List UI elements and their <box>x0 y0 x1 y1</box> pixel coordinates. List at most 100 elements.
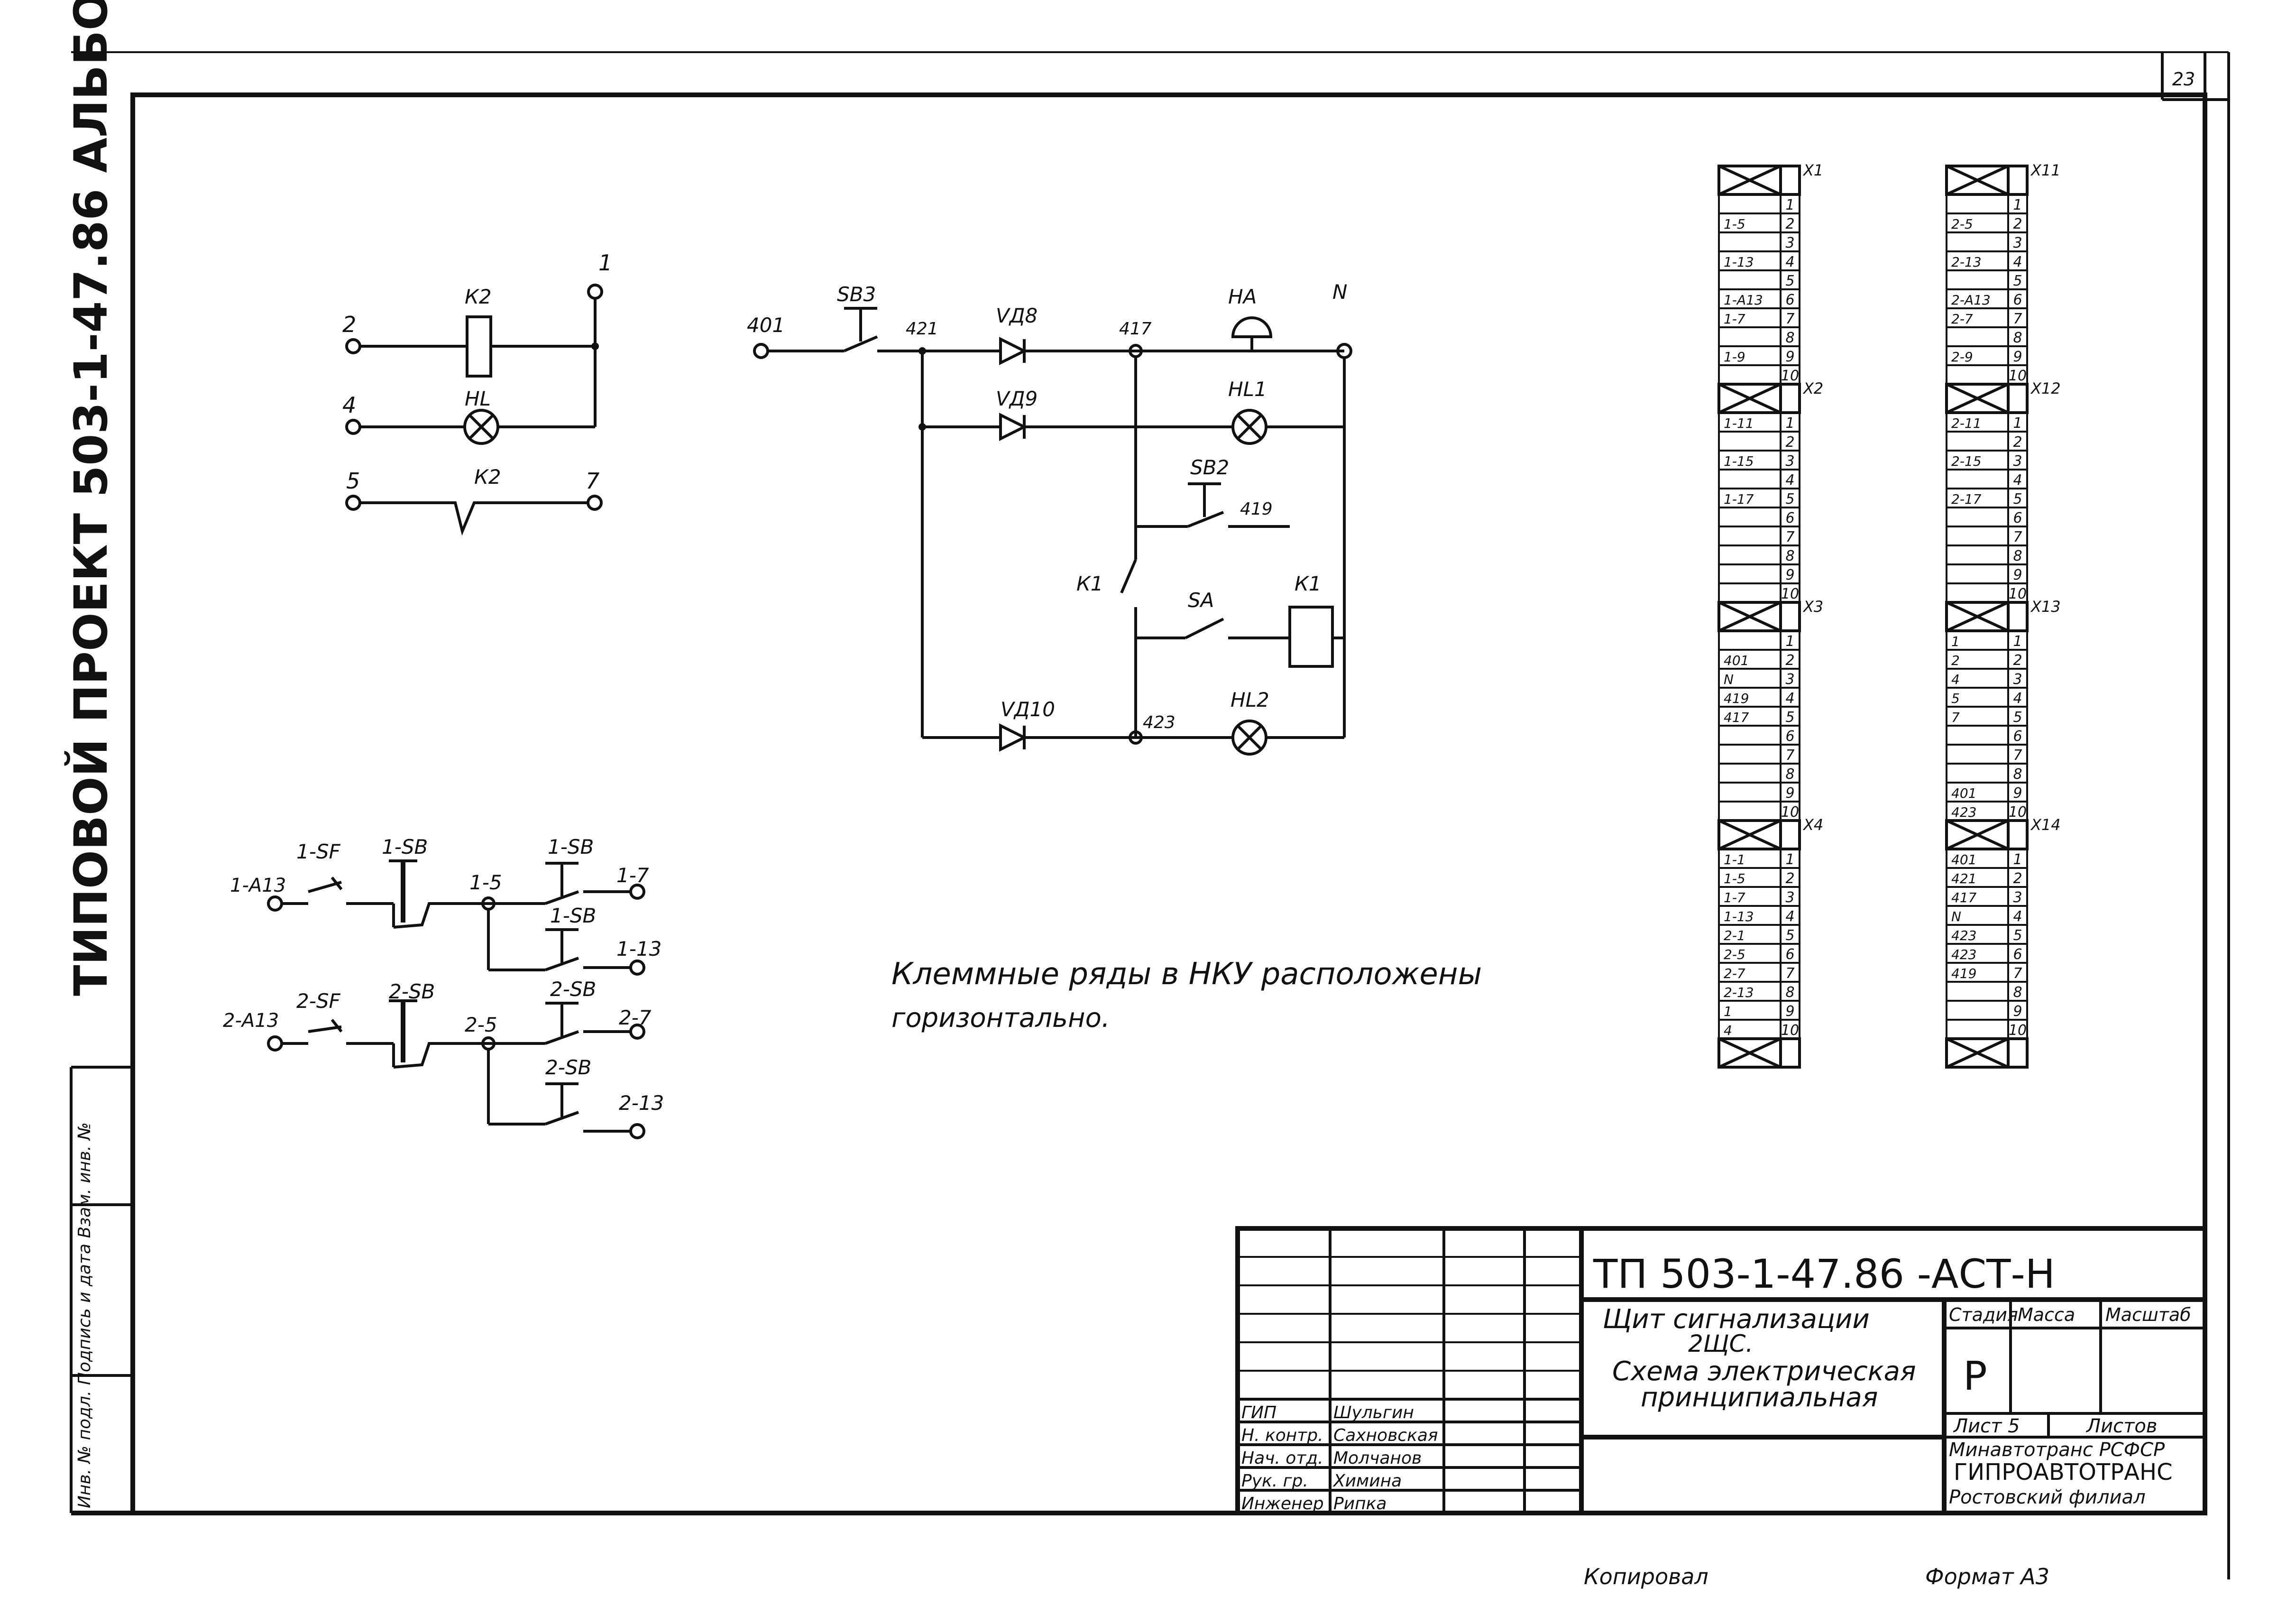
terminal-number: 8 <box>2013 766 2022 783</box>
terminal-wire-label: 4 <box>1951 672 1960 687</box>
signature-role: Нач. отд. <box>1241 1449 1323 1468</box>
terminal-number: 8 <box>1785 330 1794 346</box>
terminal-number: 8 <box>1785 984 1794 1001</box>
terminal-row: 52-1 <box>1718 924 1800 945</box>
terminal-number: 7 <box>2013 311 2022 327</box>
label-1-7: 1-7 <box>616 864 649 887</box>
terminal-wire-label: 423 <box>1951 947 1976 962</box>
terminal-number: 5 <box>2013 927 2022 944</box>
terminal-number: 4 <box>1785 690 1794 707</box>
terminal-row: 8 <box>1718 544 1800 565</box>
terminal-row: 91-9 <box>1718 345 1800 366</box>
org-line-3: Ростовский филиал <box>1949 1486 2146 1508</box>
terminal-number: 9 <box>2013 1003 2022 1020</box>
terminal-number: 1 <box>1785 633 1794 650</box>
terminal-block-header <box>1945 165 2029 196</box>
terminal-wire-label: 7 <box>1951 710 1960 725</box>
terminal-row: 82-13 <box>1718 981 1800 1002</box>
terminal-number: 4 <box>2013 908 2022 925</box>
circuit-main <box>753 307 1352 756</box>
terminal-wire-label: 5 <box>1951 691 1960 706</box>
terminal-number: 2 <box>2013 652 2022 669</box>
sheet-frame <box>70 51 2230 1579</box>
label-ha: HA <box>1228 285 1257 308</box>
label-node-2: 2 <box>342 312 356 337</box>
label-417: 417 <box>1119 319 1152 339</box>
terminal-number: 9 <box>1785 785 1794 802</box>
terminal-wire-label: 1 <box>1724 1004 1732 1019</box>
terminal-node-5 <box>345 495 361 511</box>
terminal-number: 8 <box>1785 766 1794 783</box>
terminal-row: 8 <box>1946 326 2028 347</box>
org-line-1: Минавтотранс РСФСР <box>1949 1439 2165 1461</box>
terminal-row: 3 <box>1718 231 1800 252</box>
terminal-number: 2 <box>2013 870 2022 887</box>
relay-coil-k1 <box>1288 606 1334 668</box>
terminal-row: 10 <box>1718 582 1800 603</box>
terminal-row: 2 <box>1718 431 1800 452</box>
signature-role: Н. контр. <box>1241 1426 1323 1445</box>
diode-vd9 <box>999 413 1028 441</box>
terminal-block-label: X2 <box>1802 379 1823 397</box>
terminal-number: 1 <box>2013 633 2022 650</box>
terminal-number: 7 <box>1785 529 1794 545</box>
breaker-2-sf <box>308 1025 342 1033</box>
label-sb3: SB3 <box>837 283 876 306</box>
terminal-number: 10 <box>2009 804 2027 821</box>
terminal-number: 4 <box>2013 472 2022 489</box>
footer-copied: Копировал <box>1584 1564 1708 1589</box>
terminal-strip-end <box>1945 1037 2029 1069</box>
terminal-row: 72-7 <box>1718 962 1800 983</box>
note-line-2: горизонтально. <box>891 1003 1110 1033</box>
terminal-number: 8 <box>2013 548 2022 564</box>
label-node-4: 4 <box>342 392 356 418</box>
label-2-sf: 2-SF <box>296 989 341 1013</box>
signature-role: ГИП <box>1241 1403 1277 1422</box>
title-name-line-1: Щит сигнализации <box>1603 1304 1870 1335</box>
terminal-wire-label: 1-A13 <box>1724 292 1763 308</box>
terminal-row: 4N <box>1946 905 2028 926</box>
side-title: ТИПОВОЙ ПРОЕКТ 503-1-47.86 АЛЬБОМ V <box>64 0 118 996</box>
sheets-label: Листов <box>2085 1415 2157 1437</box>
terminal-wire-label: N <box>1951 909 1961 924</box>
circuit-relay-k2-labels: 1 2 4 5 7 К2 HL К2 <box>342 250 612 494</box>
terminal-number: 7 <box>1785 747 1794 764</box>
terminal-number: 6 <box>2013 510 2022 526</box>
terminal-strip-end <box>1717 1037 1801 1069</box>
stamp-margin-label: Инв. № подл. Подпись и дата Взам. инв. № <box>75 1122 94 1508</box>
terminal-number: 1 <box>2013 415 2022 432</box>
terminal-number: 2 <box>1785 870 1794 887</box>
label-sb2: SB2 <box>1190 456 1229 479</box>
terminal-number: 9 <box>2013 349 2022 365</box>
terminal-number: 1 <box>2013 851 2022 868</box>
terminal-wire-label: 2-5 <box>1951 216 1973 232</box>
terminal-number: 10 <box>1781 368 1799 384</box>
sheet-label: Лист 5 <box>1953 1415 2020 1437</box>
label-1-5: 1-5 <box>469 871 502 894</box>
contact-k1 <box>1120 559 1137 594</box>
terminal-row: 34 <box>1946 668 2028 689</box>
terminal-row: 8 <box>1718 763 1800 784</box>
terminal-number: 7 <box>2013 747 2022 764</box>
label-419: 419 <box>1240 499 1273 519</box>
terminal-row: 62-5 <box>1718 943 1800 964</box>
terminal-block-header <box>1945 601 2029 632</box>
label-n: N <box>1332 280 1347 304</box>
button-sb3-contact <box>843 335 878 352</box>
terminal-wire-label: 1-1 <box>1724 852 1745 867</box>
terminal-wire-label: 1-7 <box>1724 890 1745 905</box>
terminal-number: 6 <box>1785 946 1794 963</box>
label-hl1: HL1 <box>1228 378 1267 401</box>
terminal-row: 6 <box>1718 507 1800 527</box>
terminal-number: 10 <box>1781 586 1799 602</box>
terminal-number: 10 <box>1781 1022 1799 1039</box>
signature-name: Шульгин <box>1333 1403 1414 1422</box>
terminal-number: 5 <box>1785 491 1794 508</box>
terminal-wire-label: 1-13 <box>1724 909 1754 924</box>
label-1-sb-top: 1-SB <box>548 835 594 858</box>
terminal-row: 9 <box>1946 563 2028 584</box>
terminal-number: 6 <box>2013 946 2022 963</box>
terminal-number: 6 <box>2013 292 2022 308</box>
terminal-number: 9 <box>1785 567 1794 583</box>
terminal-number: 1 <box>1785 197 1794 213</box>
